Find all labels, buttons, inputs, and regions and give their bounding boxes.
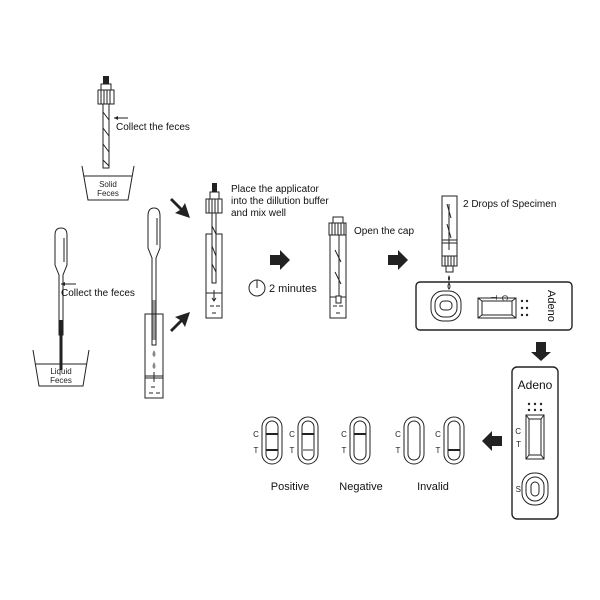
cassette-h-brand: Adeno — [545, 290, 557, 322]
liquid-arrow-pointer — [61, 282, 76, 286]
negative-label: Negative — [339, 481, 382, 493]
positive-2-t-mark: T — [290, 446, 295, 455]
solid-container-label-1: Solid — [99, 180, 117, 189]
result-positive-strong — [261, 416, 283, 465]
open-cap-label: Open the cap — [354, 226, 414, 237]
result-invalid-test-only — [443, 416, 465, 465]
solid-arrow-pointer — [114, 116, 128, 120]
arrow-left — [482, 431, 502, 451]
cassette-v-sample-mark: S — [516, 485, 521, 494]
mix-instruction-line-3: and mix well — [231, 208, 286, 219]
liquid-feces-container — [32, 349, 90, 387]
positive-1-t-mark: T — [254, 446, 259, 455]
invalid-1-c-mark: C — [395, 430, 401, 439]
cassette-vertical — [511, 366, 559, 520]
cassette-h-test-mark: T — [489, 295, 498, 300]
result-invalid-no-lines — [403, 416, 425, 465]
arrow-right-2 — [388, 250, 408, 270]
cassette-horizontal — [415, 281, 573, 331]
cassette-v-control-mark: C — [515, 427, 521, 436]
arrow-right-1 — [270, 250, 290, 270]
solid-feces-container — [81, 165, 135, 201]
negative-c-mark: C — [341, 430, 347, 439]
arrow-down — [531, 342, 551, 361]
invalid-2-c-mark: C — [435, 430, 441, 439]
solid-collect-label: Collect the feces — [116, 122, 190, 133]
dropper-into-tube — [144, 207, 164, 399]
cassette-v-brand: Adeno — [518, 378, 553, 392]
invalid-label: Invalid — [417, 481, 449, 493]
solid-container-label-2: Feces — [97, 189, 119, 198]
cassette-v-test-mark: T — [516, 440, 521, 449]
dropper-tube-inverted — [441, 195, 458, 290]
solid-feces-applicator — [97, 76, 115, 169]
liquid-container-label-1: Liquid — [50, 367, 71, 376]
positive-label: Positive — [271, 481, 310, 493]
open-cap-tube — [328, 216, 347, 319]
wait-time-label: 2 minutes — [269, 283, 317, 295]
cassette-h-control-mark: C — [500, 295, 509, 301]
arrow-diagonal-down-right — [170, 198, 190, 218]
timer-icon — [248, 279, 266, 297]
mix-instruction-line-2: into the dillution buffer — [231, 196, 329, 207]
liquid-container-label-2: Feces — [50, 376, 72, 385]
result-negative — [349, 416, 371, 465]
drops-label: 2 Drops of Specimen — [463, 199, 556, 210]
liquid-collect-label: Collect the feces — [61, 288, 135, 299]
arrow-diagonal-up-right — [170, 312, 190, 332]
invalid-2-t-mark: T — [436, 446, 441, 455]
positive-2-c-mark: C — [289, 430, 295, 439]
applicator-in-buffer-tube — [205, 183, 223, 319]
liquid-dropper — [54, 227, 68, 370]
result-positive-weak — [297, 416, 319, 465]
positive-1-c-mark: C — [253, 430, 259, 439]
negative-t-mark: T — [342, 446, 347, 455]
mix-instruction-line-1: Place the applicator — [231, 184, 320, 195]
invalid-1-t-mark: T — [396, 446, 401, 455]
